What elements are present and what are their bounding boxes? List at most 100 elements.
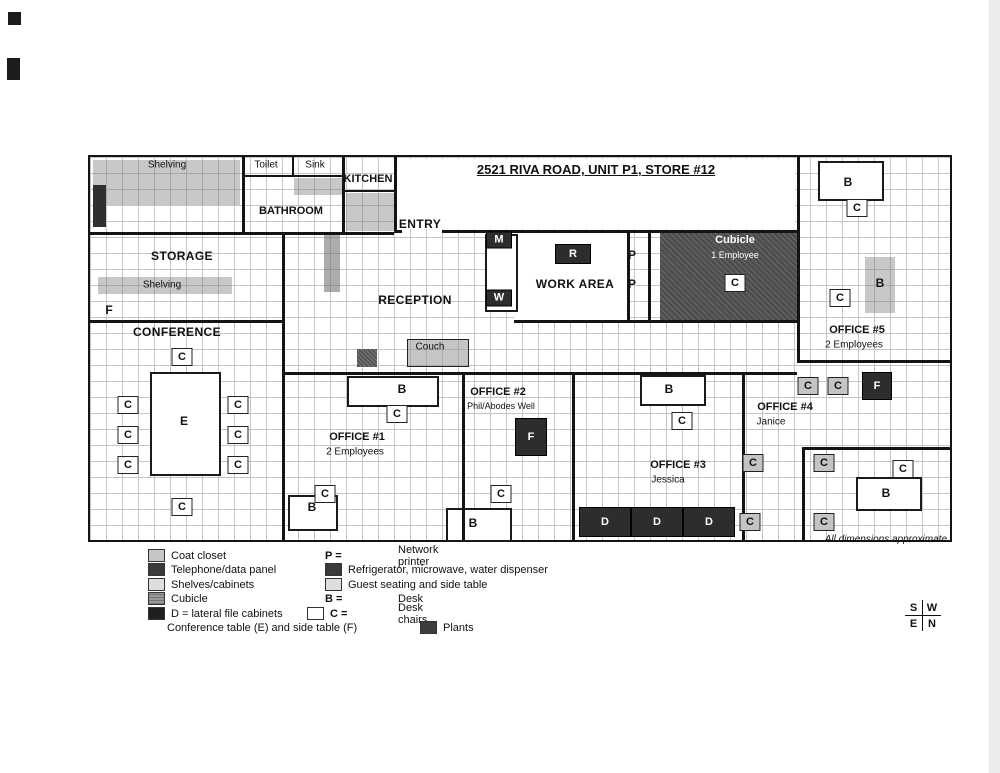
wall-segment <box>797 360 950 363</box>
desk-chair-marker: C <box>386 405 408 423</box>
room-sublabel-office-2: Phil/Abodes Well <box>467 401 535 411</box>
printer-marker: P <box>627 277 637 291</box>
desk-chair-marker: C <box>724 274 746 292</box>
wall-segment <box>342 190 394 192</box>
legend-item-refrigerator: Refrigerator, microwave, water dispenser <box>325 563 548 576</box>
legend-prefix: B = <box>325 592 343 605</box>
room-label-work-area: WORK AREA <box>535 277 615 291</box>
wall-segment <box>802 447 805 540</box>
desk-chair-swatch <box>307 607 324 620</box>
room-label-toilet: Toilet <box>254 159 278 171</box>
room-label-shelving-2: Shelving <box>142 279 182 291</box>
desk-chair-marker: C <box>797 377 819 395</box>
couch-label: Couch <box>415 341 445 353</box>
room-label-office-4: OFFICE #4 <box>757 401 813 413</box>
wall-segment <box>342 157 345 232</box>
storage-shelving <box>98 277 232 294</box>
desk-marker: B <box>875 276 885 290</box>
legend-item-guest-seating: Guest seating and side table <box>325 578 487 591</box>
room-label-kitchen: KITCHEN <box>343 173 393 185</box>
cubicle-swatch <box>148 592 165 605</box>
desk-chair-marker: C <box>117 396 139 414</box>
desk-chair-marker: C <box>671 412 693 430</box>
legend-item-conference-table: Conference table (E) and side table (F) <box>167 621 357 634</box>
scan-artifact <box>7 58 20 80</box>
room-label-sink: Sink <box>305 159 325 171</box>
side-table-marker: F <box>862 372 892 400</box>
refrigerator-swatch <box>325 563 342 576</box>
guest-seating-swatch <box>325 578 342 591</box>
room-sublabel-office-4: Janice <box>756 416 786 428</box>
office1-desk <box>347 376 439 407</box>
desk-chair-marker: C <box>827 377 849 395</box>
legend-item-telephone-panel: Telephone/data panel <box>148 563 276 576</box>
desk-chair-marker: C <box>846 199 868 217</box>
legend-item-cubicle: Cubicle <box>148 592 208 605</box>
compass-west: W <box>923 600 941 616</box>
room-sublabel-office-5: 2 Employees <box>825 339 883 351</box>
desk-chair-marker: C <box>813 454 835 472</box>
wall-segment <box>242 175 342 177</box>
compass-south: S <box>905 600 923 616</box>
dimensions-footnote: All dimensions approximate <box>824 534 947 545</box>
room-label-conference: CONFERENCE <box>132 325 222 339</box>
wall-segment <box>514 320 797 323</box>
wall-segment <box>572 372 575 540</box>
room-sublabel-office-1: 2 Employees <box>326 446 384 458</box>
wall-segment <box>802 447 950 450</box>
legend-prefix: P = <box>325 549 342 562</box>
side-table-marker: F <box>515 418 547 456</box>
wall-segment <box>242 157 245 232</box>
desk-chair-marker: C <box>739 513 761 531</box>
file-cabinet-marker: D <box>579 507 631 537</box>
title-band: 2521 RIVA ROAD, UNIT P1, STORE #12 <box>397 159 795 229</box>
desk-chair-marker: C <box>227 426 249 444</box>
office5-cabinet <box>865 257 895 313</box>
legend-label: Coat closet <box>171 549 227 562</box>
desk-chair-marker: C <box>742 454 764 472</box>
office2-desk <box>446 508 512 542</box>
wall-segment <box>282 232 285 540</box>
legend-item-printer: P = Network printer <box>325 544 438 568</box>
side-table-marker: F <box>105 303 113 317</box>
legend-item-coat-closet: Coat closet <box>148 549 226 562</box>
room-label-reception: RECEPTION <box>378 293 452 307</box>
shelves-swatch <box>148 578 165 591</box>
legend-label: D = lateral file cabinets <box>171 607 283 620</box>
wall-segment <box>394 157 397 232</box>
legend-item-desk-chairs: C =Desk chairs <box>307 602 427 626</box>
compass-east: E <box>905 616 923 631</box>
room-label-cubicle: Cubicle <box>715 234 755 246</box>
couch <box>407 339 469 367</box>
legend-label: Refrigerator, microwave, water dispenser <box>348 563 548 576</box>
file-cabinet-marker: D <box>683 507 735 537</box>
desk-marker: B <box>843 175 853 189</box>
wall-segment <box>282 372 797 375</box>
scan-artifact <box>8 12 21 25</box>
office4-desk <box>856 477 922 511</box>
room-label-shelving: Shelving <box>147 159 187 171</box>
legend-item-plants: Plants <box>420 621 474 634</box>
wall-segment <box>627 230 630 323</box>
legend-label: Conference table (E) and side table (F) <box>167 621 358 634</box>
room-label-office-3: OFFICE #3 <box>650 459 706 471</box>
legend-label: Network printer <box>398 543 439 568</box>
desk-chair-marker: C <box>490 485 512 503</box>
wall-segment <box>797 157 800 360</box>
legend-label: Telephone/data panel <box>171 563 277 576</box>
desk-marker: B <box>307 500 317 514</box>
legend-item-file-cabinets: D = lateral file cabinets <box>148 607 283 620</box>
plant <box>357 349 377 367</box>
room-sublabel-cubicle: 1 Employee <box>711 250 759 260</box>
desk-marker: B <box>468 516 478 530</box>
legend-label: Plants <box>443 621 474 634</box>
wall-segment <box>292 157 294 175</box>
wall-segment <box>462 372 465 540</box>
coat-closet-swatch <box>148 549 165 562</box>
wall-segment <box>90 232 394 235</box>
floor-plan: 2521 RIVA ROAD, UNIT P1, STORE #12 <box>88 155 952 542</box>
legend-label: Cubicle <box>171 592 208 605</box>
file-cabinet-marker: D <box>631 507 683 537</box>
room-sublabel-office-3: Jessica <box>651 474 685 486</box>
